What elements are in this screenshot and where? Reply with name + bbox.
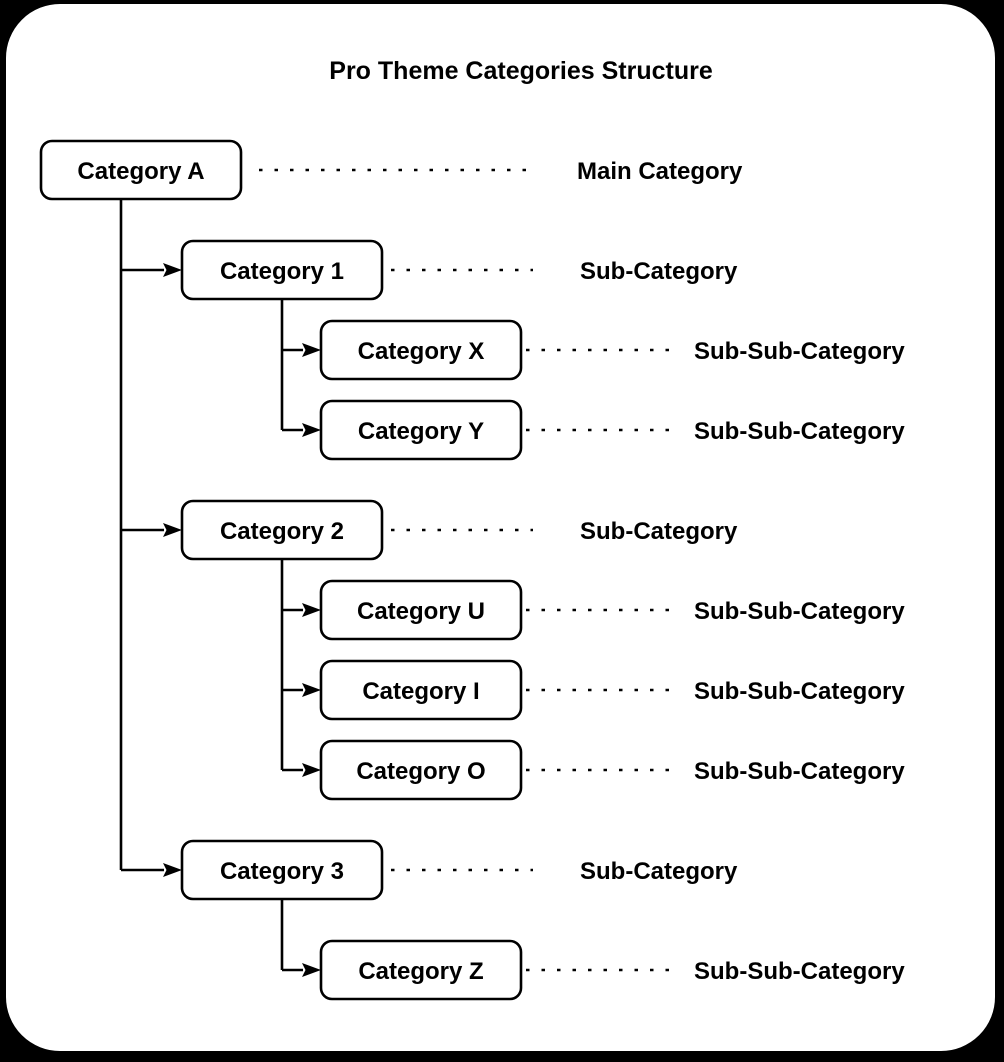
node-category-o: Category O bbox=[319, 739, 523, 801]
arrowhead-2-to-i bbox=[302, 683, 321, 697]
annotation-sub-sub-category-z: Sub-Sub-Category bbox=[694, 958, 905, 985]
arrowhead-a-to-3 bbox=[163, 863, 182, 877]
node-category-2-label: Category 2 bbox=[220, 518, 344, 545]
arrowhead-2-to-u bbox=[302, 603, 321, 617]
node-category-y-label: Category Y bbox=[358, 418, 484, 445]
node-category-i-label: Category I bbox=[362, 678, 479, 705]
node-category-z-box bbox=[319, 939, 523, 1001]
annotation-sub-sub-category-u: Sub-Sub-Category bbox=[694, 598, 905, 625]
node-category-x: Category X bbox=[319, 319, 523, 381]
node-category-2-box bbox=[180, 499, 384, 561]
arrowhead-1-to-x bbox=[302, 343, 321, 357]
annotation-sub-sub-category-i: Sub-Sub-Category bbox=[694, 678, 905, 705]
node-category-y-box bbox=[319, 399, 523, 461]
node-category-3: Category 3 bbox=[180, 839, 384, 901]
node-category-i-box bbox=[319, 659, 523, 721]
node-category-1-box bbox=[180, 239, 384, 301]
node-category-u-label: Category U bbox=[357, 598, 485, 625]
node-category-x-box bbox=[319, 319, 523, 381]
node-category-y: Category Y bbox=[319, 399, 523, 461]
node-category-z-label: Category Z bbox=[358, 958, 483, 985]
node-category-u-box bbox=[319, 579, 523, 641]
node-category-1: Category 1 bbox=[180, 239, 384, 301]
node-category-u: Category U bbox=[319, 579, 523, 641]
annotation-sub-category-3: Sub-Category bbox=[580, 858, 738, 885]
annotation-sub-category-1: Sub-Category bbox=[580, 258, 738, 285]
annotation-sub-sub-category-y: Sub-Sub-Category bbox=[694, 418, 905, 445]
node-category-o-label: Category O bbox=[356, 758, 485, 785]
node-category-3-box bbox=[180, 839, 384, 901]
node-category-3-label: Category 3 bbox=[220, 858, 344, 885]
annotation-sub-sub-category-x: Sub-Sub-Category bbox=[694, 338, 905, 365]
annotation-sub-category-2: Sub-Category bbox=[580, 518, 738, 545]
node-category-z: Category Z bbox=[319, 939, 523, 1001]
arrowhead-1-to-y bbox=[302, 423, 321, 437]
node-category-2: Category 2 bbox=[180, 499, 384, 561]
node-category-i: Category I bbox=[319, 659, 523, 721]
node-category-1-label: Category 1 bbox=[220, 258, 344, 285]
diagram-title: Pro Theme Categories Structure bbox=[329, 57, 713, 85]
node-category-a-label: Category A bbox=[77, 158, 204, 185]
annotation-main-category: Main Category bbox=[577, 158, 743, 185]
arrowhead-a-to-1 bbox=[163, 263, 182, 277]
node-category-x-label: Category X bbox=[358, 338, 485, 365]
node-category-a-box bbox=[39, 139, 243, 201]
annotation-sub-sub-category-o: Sub-Sub-Category bbox=[694, 758, 905, 785]
node-category-o-box bbox=[319, 739, 523, 801]
node-category-a: Category A bbox=[39, 139, 243, 201]
arrowhead-a-to-2 bbox=[163, 523, 182, 537]
arrowhead-3-to-z bbox=[302, 963, 321, 977]
arrowhead-2-to-o bbox=[302, 763, 321, 777]
